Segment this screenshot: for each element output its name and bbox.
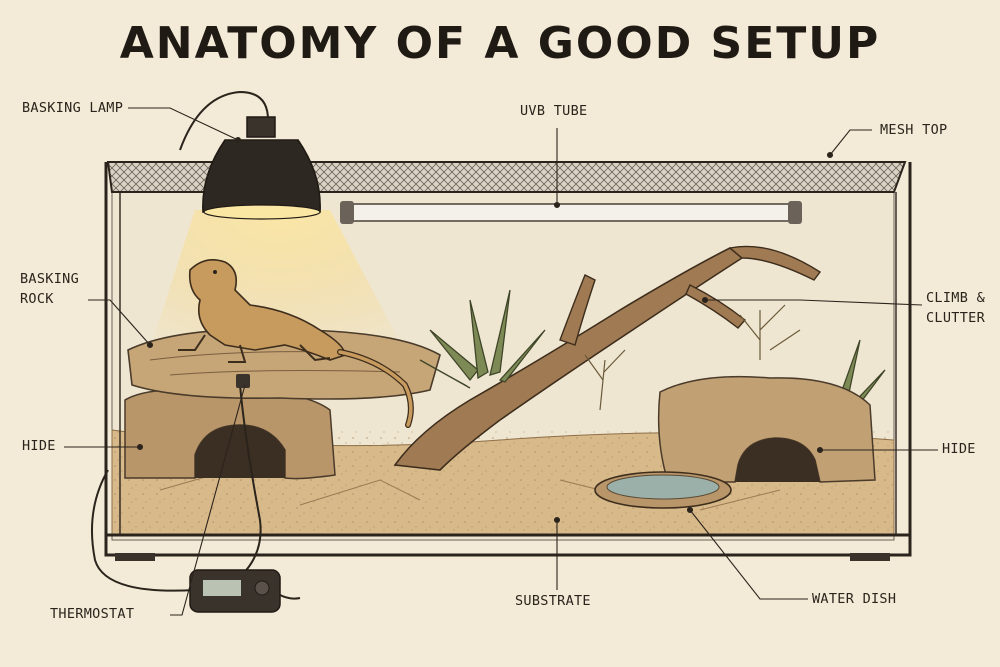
label-hide-left: HIDE <box>22 438 56 454</box>
leader-water-dish <box>689 509 808 600</box>
leader-basking-rock <box>88 299 151 346</box>
tank-frame <box>104 162 912 557</box>
label-uvb-tube: UVB TUBE <box>520 103 588 119</box>
leader-basking-lamp <box>128 107 239 141</box>
leader-lines <box>64 107 938 616</box>
label-climb-line2: CLUTTER <box>926 310 985 326</box>
label-mesh-top: MESH TOP <box>880 122 948 138</box>
bearded-dragon <box>178 259 414 428</box>
label-substrate: SUBSTRATE <box>515 593 591 609</box>
water-dish <box>594 471 732 509</box>
label-basking-rock-line1: BASKING <box>20 271 79 287</box>
leader-thermostat <box>170 384 246 616</box>
label-thermostat: THERMOSTAT <box>50 606 135 622</box>
thermostat-device <box>90 374 301 613</box>
dry-shrub <box>584 304 801 411</box>
basking-lamp <box>179 90 321 220</box>
uvb-tube <box>340 201 802 224</box>
succulent-plant <box>419 289 546 389</box>
label-climb-line1: CLIMB & <box>926 290 985 306</box>
page-title: ANATOMY OF A GOOD SETUP <box>119 18 881 69</box>
label-hide-right: HIDE <box>942 441 976 457</box>
leader-mesh-top <box>829 129 872 156</box>
label-basking-lamp: BASKING LAMP <box>22 100 124 116</box>
label-water-dish: WATER DISH <box>812 591 897 607</box>
leader-climb <box>705 299 923 306</box>
label-basking-rock-line2: ROCK <box>20 291 54 307</box>
